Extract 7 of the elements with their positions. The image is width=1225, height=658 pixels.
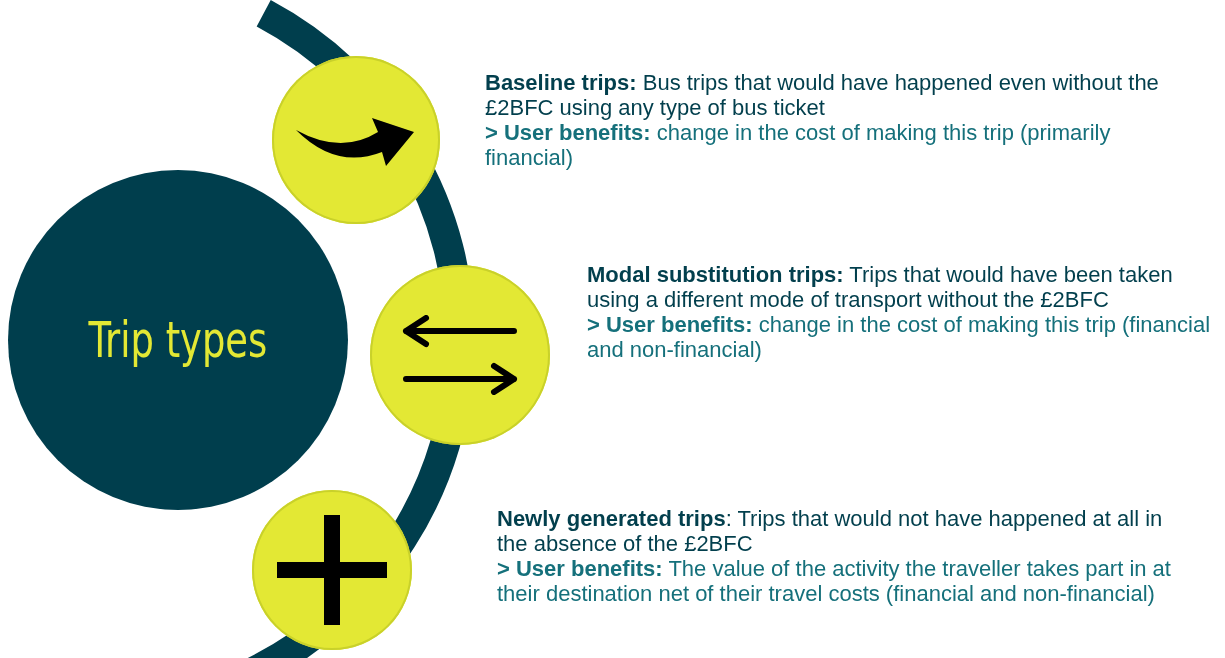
description-text: > User benefits: The value of the activity the traveller takes part in at their destination net of their travel costs (financial and non-financial) — [497, 556, 1172, 606]
description-text: > User benefits: change in the cost of making this trip (financial and non-financial) — [587, 312, 1212, 362]
description-text: Newly generated trips: Trips that would not have happened at all in the absence of the £2BFC — [497, 506, 1164, 556]
description-text: > User benefits: change in the cost of making this trip (primarily financial) — [485, 120, 1112, 170]
description-text: Modal substitution trips: Trips that would have been taken using a different mode of transport without the £2BFC — [587, 262, 1174, 312]
topic-title: Trip types — [88, 311, 268, 369]
description-text: Baseline trips: Bus trips that would have happened even without the £2BFC using any type of bus ticket — [485, 70, 1160, 120]
